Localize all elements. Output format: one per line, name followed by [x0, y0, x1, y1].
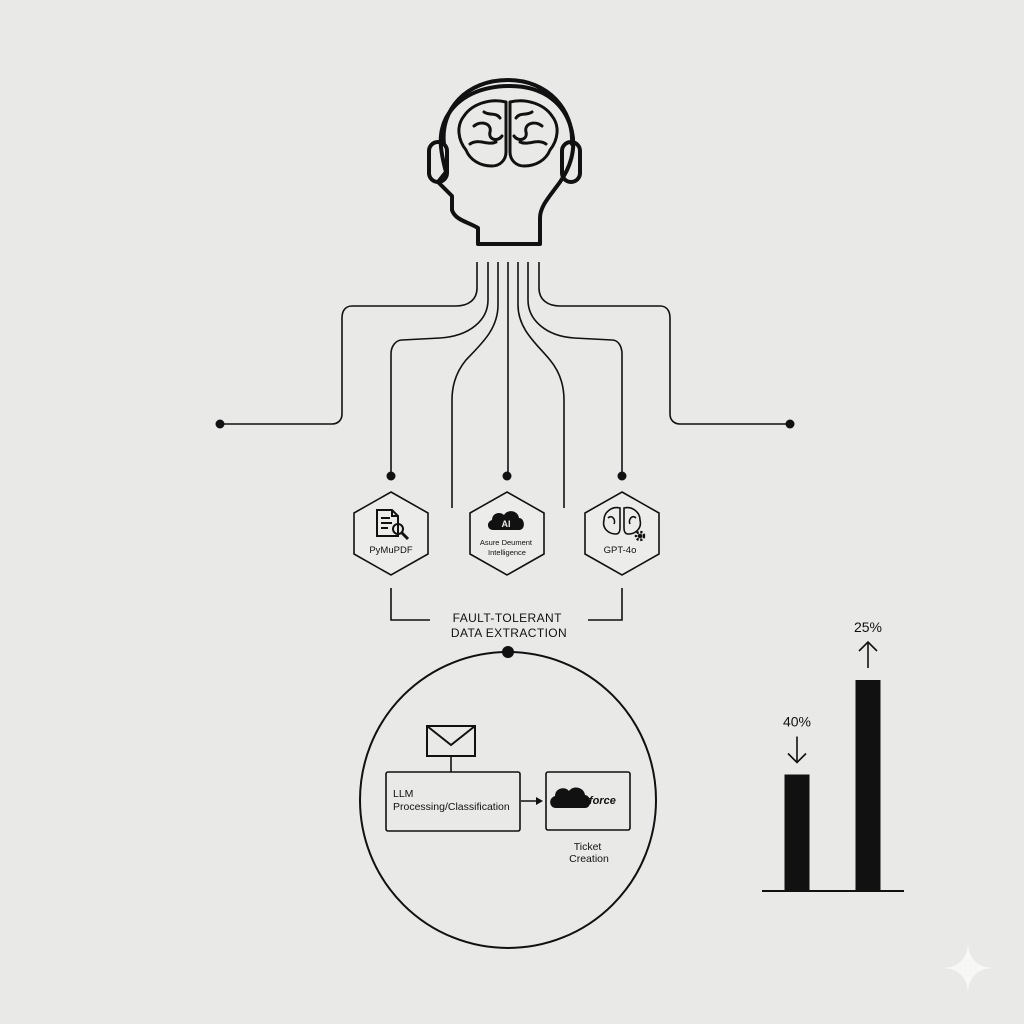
- left-ear-cup: [427, 140, 449, 184]
- head-with-brain-and-headphones-icon: [427, 78, 582, 246]
- node-dot-gpt: [617, 471, 627, 481]
- hexagon-frame: [584, 491, 660, 576]
- crm-cloud-logo: [550, 787, 591, 808]
- llm-processing-box: LLM Processing/Classification: [385, 771, 521, 832]
- tool-node-pymupdf: PyMuPDF: [353, 491, 429, 576]
- node-dot-azure: [502, 471, 512, 481]
- line-outer-right: [538, 262, 790, 425]
- document-magnifier-icon: [376, 509, 410, 541]
- connector-lines: [220, 262, 790, 508]
- hexagon-frame: [469, 491, 545, 576]
- line-to-gpt: [527, 262, 623, 476]
- bar-data-label-2: 25%: [854, 619, 882, 635]
- head-outline: [436, 84, 576, 246]
- crm-box: Slsesforce: [545, 771, 631, 831]
- bar-2: [855, 680, 881, 890]
- extraction-bracket: [390, 588, 623, 621]
- tool-label: Asure Deument Intelligence: [480, 538, 534, 557]
- four-point-star-icon: [944, 944, 992, 992]
- crm-logo-text: Slsesforce: [560, 795, 616, 807]
- ticket-creation-label: Ticket Creation: [569, 841, 609, 865]
- brain-icon: [457, 99, 559, 168]
- node-dot-pymupdf: [386, 471, 396, 481]
- tool-label: GPT-4o: [604, 545, 637, 556]
- line-outer-left: [220, 262, 478, 425]
- llm-processing-label: LLM Processing/Classification: [393, 788, 510, 813]
- line-to-azure-left: [451, 262, 499, 508]
- bar-1: [784, 774, 810, 890]
- tool-node-gpt: GPT-4o: [584, 491, 660, 576]
- cloud-ai-icon: AI: [487, 511, 524, 530]
- extraction-title: FAULT-TOLERANT DATA EXTRACTION: [451, 611, 567, 640]
- svg-text:AI: AI: [502, 519, 511, 529]
- envelope-icon: [426, 725, 476, 757]
- bar-chart: 40% 25%: [762, 619, 904, 892]
- endpoint-left: [215, 419, 225, 429]
- trend-arrowhead-1: [787, 752, 807, 764]
- headband: [441, 78, 575, 146]
- line-to-azure-right: [517, 262, 565, 508]
- tool-label: PyMuPDF: [369, 545, 412, 556]
- tool-node-azure: AI Asure Deument Intelligence: [469, 491, 545, 576]
- brain-gear-icon: [602, 506, 646, 542]
- line-to-pymupdf: [390, 262, 489, 476]
- bar-data-label-1: 40%: [783, 714, 811, 730]
- pipeline-entry-dot: [502, 646, 514, 658]
- trend-arrowhead-2: [858, 640, 878, 652]
- right-ear-cup: [560, 140, 582, 184]
- endpoint-right: [785, 419, 795, 429]
- hexagon-frame: [353, 491, 429, 576]
- flow-arrow: [521, 797, 543, 805]
